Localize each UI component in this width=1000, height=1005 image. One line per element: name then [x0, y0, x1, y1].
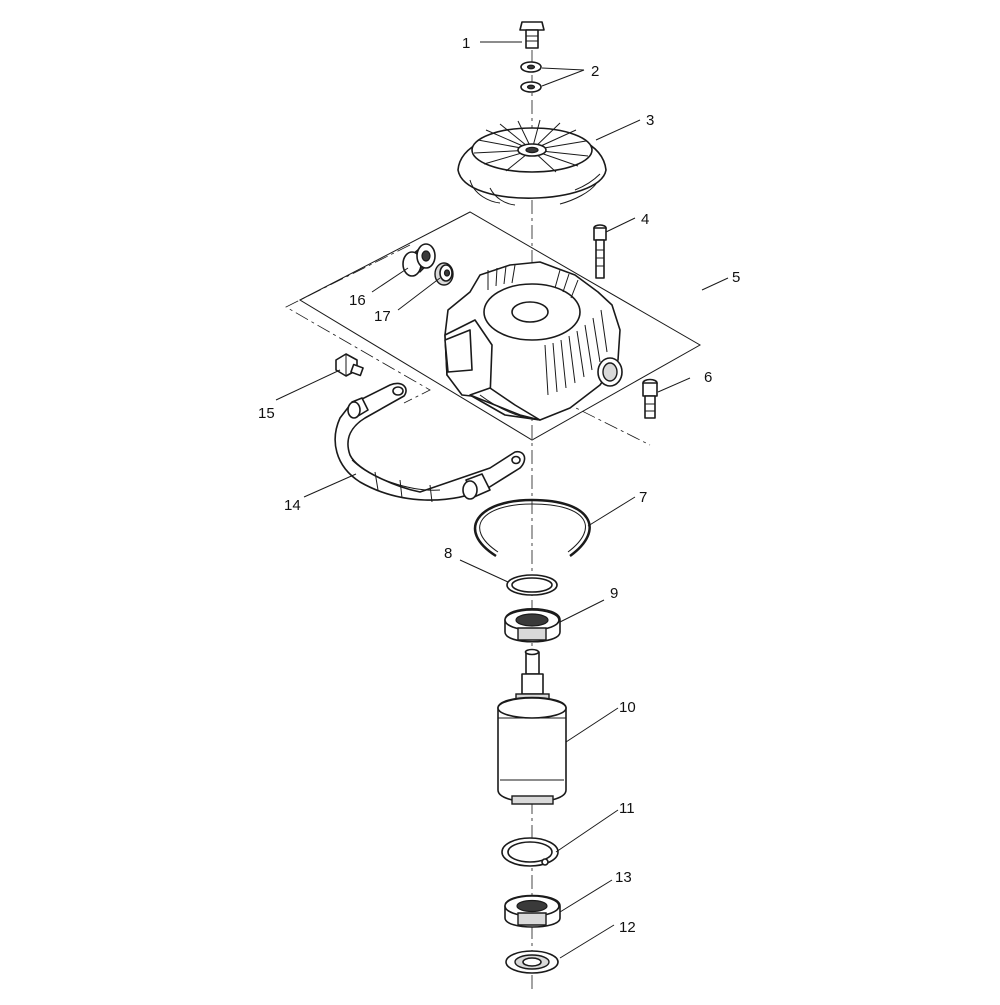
callout-1: 1 — [462, 35, 470, 52]
callout-17: 17 — [374, 308, 391, 325]
callout-15: 15 — [258, 405, 275, 422]
callout-3: 3 — [646, 112, 654, 129]
part-6-short-screw — [642, 378, 658, 419]
part-4-long-screw — [593, 224, 607, 279]
leader-lines — [275, 41, 729, 959]
phantom-outline-right — [559, 399, 651, 446]
part-10-rotor — [497, 648, 567, 805]
callout-13: 13 — [615, 869, 632, 886]
part-12-washer — [505, 950, 559, 974]
part-9-bearing — [504, 607, 561, 643]
part-14-handle — [334, 382, 526, 503]
part-16-bearing — [402, 243, 436, 277]
part-13-bearing — [504, 894, 561, 928]
callout-7: 7 — [639, 489, 647, 506]
callout-4: 4 — [641, 211, 649, 228]
part-5-housing-plane — [298, 211, 702, 441]
callout-5: 5 — [732, 269, 740, 286]
part-5-motor-housing — [444, 261, 623, 421]
callout-labels: 1 2 3 4 5 6 7 8 9 10 11 12 13 14 15 16 1… — [258, 35, 740, 936]
callout-11: 11 — [619, 800, 635, 817]
part-15-hex-bolt — [335, 353, 364, 377]
callout-2: 2 — [591, 63, 599, 80]
callout-6: 6 — [704, 369, 712, 386]
callout-9: 9 — [610, 585, 618, 602]
part-3-fan-cover — [457, 119, 607, 206]
callout-10: 10 — [619, 699, 636, 716]
part-1-bolt — [519, 21, 545, 49]
part-7-circlip — [473, 498, 591, 558]
part-11-retaining-ring — [501, 837, 559, 867]
callout-16: 16 — [349, 292, 366, 309]
callout-12: 12 — [619, 919, 636, 936]
part-8-o-ring — [506, 574, 558, 596]
callout-14: 14 — [284, 497, 301, 514]
part-17-seal — [434, 262, 454, 286]
phantom-outline-left — [285, 244, 431, 404]
part-2-washers — [520, 61, 542, 93]
callout-8: 8 — [444, 545, 452, 562]
